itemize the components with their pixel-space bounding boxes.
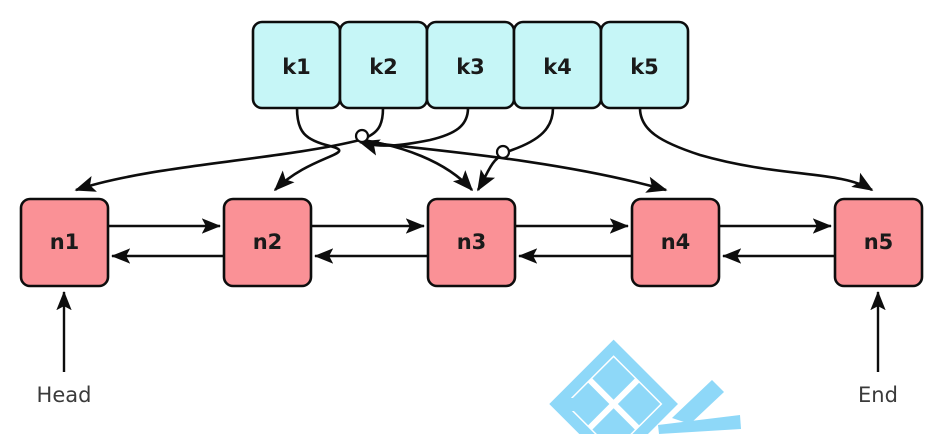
- key-box-k5[interactable]: k5: [599, 20, 690, 110]
- end-label: End: [858, 383, 898, 407]
- line-hop-dot-left: [354, 128, 370, 144]
- key-boxes-group: k1 k2 k3 k4 k5: [251, 20, 690, 110]
- list-node-n3[interactable]: n3: [426, 197, 517, 288]
- key-to-node-edges-group: [74, 107, 874, 193]
- line-hop-dot-right: [495, 144, 511, 160]
- list-node-n3-label: n3: [457, 230, 487, 254]
- edge-k3-to-n3: [358, 107, 470, 156]
- key-box-k5-label: k5: [630, 55, 659, 79]
- key-box-k3-label: k3: [456, 55, 485, 79]
- list-node-n5[interactable]: n5: [833, 197, 924, 288]
- edge-k2-to-n1: [74, 107, 385, 192]
- edge-k4-to-n4: [476, 107, 555, 192]
- edge-k1-to-n2: [273, 107, 341, 192]
- list-node-n5-label: n5: [864, 230, 894, 254]
- list-node-n2[interactable]: n2: [222, 197, 313, 288]
- list-node-n1[interactable]: n1: [19, 197, 110, 288]
- head-label: Head: [37, 383, 92, 407]
- list-node-n1-label: n1: [50, 230, 80, 254]
- list-node-n4-label: n4: [661, 230, 691, 254]
- key-box-k2[interactable]: k2: [338, 20, 429, 110]
- key-box-k1-label: k1: [282, 55, 311, 79]
- edge-k5-to-n5: [638, 107, 874, 192]
- watermark-diamond-grid-logo: [549, 339, 741, 434]
- endpoints-group: Head End: [37, 291, 898, 407]
- key-box-k3[interactable]: k3: [425, 20, 516, 110]
- line-hop-markers-group: [354, 128, 511, 160]
- list-node-n2-label: n2: [253, 230, 283, 254]
- list-node-n4[interactable]: n4: [630, 197, 721, 288]
- key-box-k4-label: k4: [543, 55, 572, 79]
- key-box-k1[interactable]: k1: [251, 20, 342, 110]
- list-nodes-group: n1 n2 n3 n4 n5: [19, 197, 924, 288]
- key-box-k4[interactable]: k4: [512, 20, 603, 110]
- key-box-k2-label: k2: [369, 55, 398, 79]
